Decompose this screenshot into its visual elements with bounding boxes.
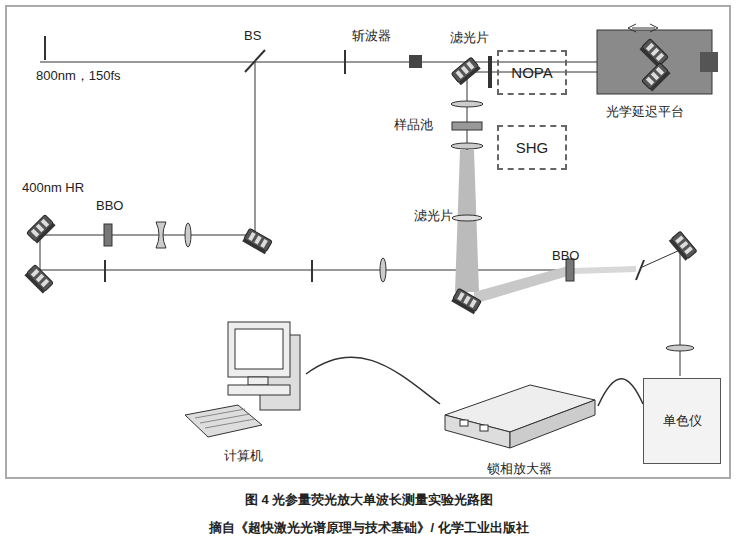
part-label: 斩波器	[352, 28, 391, 44]
computer: 计算机	[180, 318, 306, 464]
part-label: 样品池	[394, 117, 433, 133]
dashed-box: NOPA	[497, 50, 567, 95]
part-label: BBO	[552, 248, 579, 264]
node-text: 单色仪	[663, 413, 702, 429]
part-label: BS	[244, 28, 261, 44]
frame	[6, 6, 730, 478]
node-text: 锁相放大器	[487, 461, 552, 477]
node-text: 计算机	[224, 448, 263, 464]
part-label: 光学延迟平台	[606, 104, 684, 120]
cable	[306, 357, 440, 404]
source-note: 摘自《超快激光光谱原理与技术基础》/ 化学工业出版社	[0, 519, 738, 537]
part-label: 滤光片	[414, 208, 453, 224]
node-text: SHG	[516, 140, 549, 156]
caption: 图 4 光参量荧光放大单波长测量实验光路图	[0, 491, 738, 509]
part-label: 滤光片	[450, 30, 489, 46]
lockin-amplifier: 锁相放大器	[440, 380, 598, 477]
computer-drawing	[185, 322, 300, 437]
part-label: BBO	[96, 198, 123, 214]
beams	[40, 36, 680, 376]
cable	[598, 379, 643, 406]
monochromator: 单色仪	[643, 378, 721, 464]
node-text: NOPA	[511, 65, 552, 81]
part-label: 400nm HR	[22, 180, 84, 196]
lockin-drawing	[445, 385, 595, 448]
part-label: 800nm，150fs	[36, 68, 121, 84]
dashed-box: SHG	[497, 125, 567, 170]
